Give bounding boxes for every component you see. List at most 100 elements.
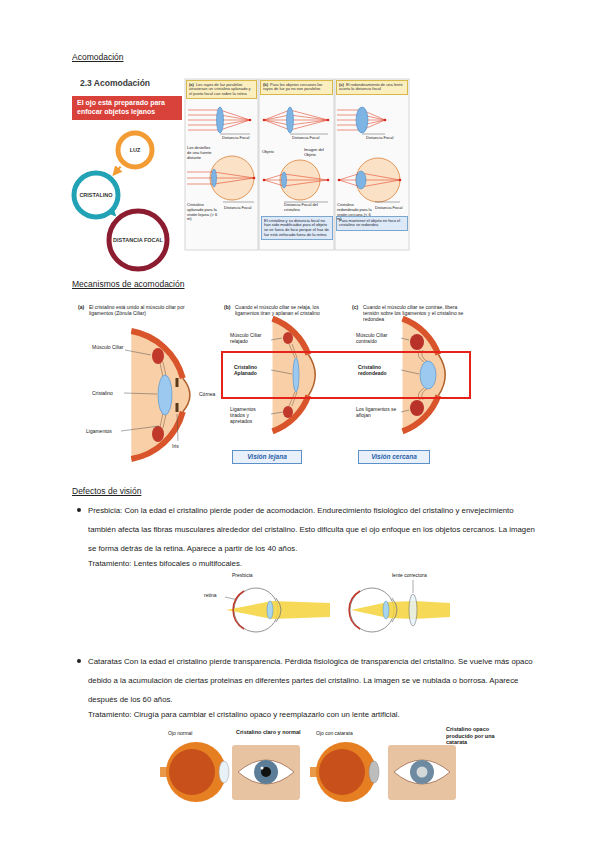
eye-front-section: [152, 426, 164, 442]
eye-front-section: [131, 331, 183, 459]
eye-front-section: [403, 319, 446, 432]
eye-front-section: [131, 319, 445, 459]
part-label: Cristalino redondeado para la visión cer…: [337, 203, 372, 222]
part-label: Músculo Ciliar contraído: [356, 332, 400, 344]
part-label: Cristalino Aplanado: [234, 364, 270, 376]
focal-point: [338, 179, 341, 182]
figure-label: Ojo con catarata: [316, 730, 368, 736]
light-ray: [264, 110, 328, 130]
part-label: Cristalino aplanado para la visión lejan…: [187, 203, 221, 222]
eye-front-section: [131, 331, 190, 459]
cycle-circle: DISTANCIA FOCAL: [106, 208, 170, 272]
cataract-figure: [394, 760, 450, 784]
focal-point: [263, 119, 266, 122]
presbyopia-eye: [392, 598, 397, 622]
eye-front-section: [420, 361, 436, 389]
cataract-figure: [261, 767, 271, 777]
cycle-circle: LUZ: [115, 130, 155, 170]
eye-front-section: [410, 334, 424, 350]
panel-frame: [185, 79, 409, 250]
eye-front-section: [403, 319, 439, 432]
section-heading: Mecanismos de acomodación: [72, 279, 292, 289]
focal-point: [249, 119, 402, 182]
slide-title: 2.3 Acomodación: [80, 78, 190, 88]
cycle-arrow: [114, 167, 121, 175]
panel-letter: (c): [352, 304, 363, 310]
part-label: Los ligamentos se aflojan: [356, 406, 400, 418]
part-label: Cristalino redondeado: [358, 364, 400, 376]
panel-caption: El cristalino está unido al músculo cili…: [89, 304, 187, 316]
node-text: Para mantener el objeto en foco el crist…: [339, 219, 405, 229]
cataract-figure: [232, 745, 300, 800]
cycle-arrow: [113, 214, 115, 216]
part-label: Iris: [172, 443, 188, 449]
node-text: DISTANCIA FOCAL: [113, 237, 163, 243]
cataract-figure: [417, 767, 428, 778]
cataract-figure: [160, 742, 456, 802]
eye-front-section: [293, 358, 299, 392]
circle-outline: [109, 211, 167, 269]
presbyopia-eye: [233, 591, 244, 629]
panel-frame: [335, 79, 409, 250]
dimension-label: Distancia Focal del cristalino: [284, 203, 330, 213]
node-text: Para los objetos cercanos los rayos de l…: [263, 82, 322, 92]
node-text: CRISTALINO: [79, 192, 112, 198]
body-text: Tratamiento: Cirugía para cambiar el cri…: [88, 705, 543, 724]
lens: [212, 169, 217, 187]
lens: [356, 171, 366, 189]
cataract-figure: [261, 767, 264, 770]
lens: [212, 107, 369, 189]
eye-front-section: [283, 332, 293, 344]
dimension-label: Distancia Focal: [375, 206, 406, 211]
part-label: Cristalino: [92, 390, 124, 396]
focal-point: [399, 179, 402, 182]
eye-front-section: [410, 400, 424, 416]
highlight-box: [222, 352, 470, 398]
cataract-figure: [388, 745, 456, 800]
dimension-label: Distancia Focal: [224, 206, 255, 211]
cataract-figure: [410, 760, 434, 784]
panel-header: (b)Para los objetos cercanos los rayos d…: [260, 80, 333, 95]
eye-front-section: [183, 378, 190, 412]
body-text: Cataratas Con la edad el cristalino pier…: [88, 652, 543, 709]
lens: [282, 172, 287, 188]
node-text: LUZ: [130, 147, 141, 153]
cataract-figure: [169, 749, 215, 795]
dimension-label: Distancia Focal: [292, 136, 328, 141]
figure-label: Presbicia: [232, 572, 264, 578]
focal-point: [263, 179, 266, 182]
cataract-figure: [166, 742, 226, 802]
figure-label: retina: [204, 592, 226, 598]
lens: [356, 107, 368, 133]
eye-front-section: [273, 319, 316, 432]
cycle-circle: CRISTALINO: [71, 170, 121, 220]
panel-note: Para mantener el objeto en foco el crist…: [336, 216, 408, 231]
dimension-label: Distancia Focal: [366, 136, 402, 141]
eye-front-section: [158, 375, 172, 415]
node-text: Los rayos de luz paralelos atraviesan un…: [189, 82, 251, 97]
figure-label: Cristalino opaco producido por una catar…: [446, 726, 514, 746]
node-text: El ojo está preparado para enfocar objet…: [77, 99, 177, 117]
part-label: Músculo Ciliar: [92, 344, 124, 350]
node-text: (c): [339, 82, 344, 87]
vision-tag: Visión cercana: [358, 450, 430, 464]
panel-caption: Cuando el músculo ciliar se relaja, los …: [235, 304, 335, 316]
panel-header: (a)Los rayos de luz paralelos atraviesan…: [186, 80, 257, 99]
node-text: Visión cercana: [362, 453, 426, 461]
light-ray: [339, 173, 400, 187]
focal-point: [249, 119, 252, 122]
presbyopia-eye: [383, 601, 389, 619]
panel-caption: Cuando el músculo ciliar se contrae, lib…: [363, 304, 468, 322]
node-text: Visión lejana: [236, 453, 298, 461]
bullet: [77, 508, 81, 663]
note-box: El ojo está preparado para enfocar objet…: [72, 96, 182, 120]
node-text: (b): [263, 82, 268, 87]
part-label: Ligamentos: [86, 428, 120, 434]
eye-front-section: [283, 406, 293, 418]
section-heading: Acomodación: [72, 52, 292, 62]
dimension-line: [220, 134, 400, 202]
light-ray: [264, 174, 328, 186]
section-heading: Defectos de visión: [72, 486, 292, 496]
